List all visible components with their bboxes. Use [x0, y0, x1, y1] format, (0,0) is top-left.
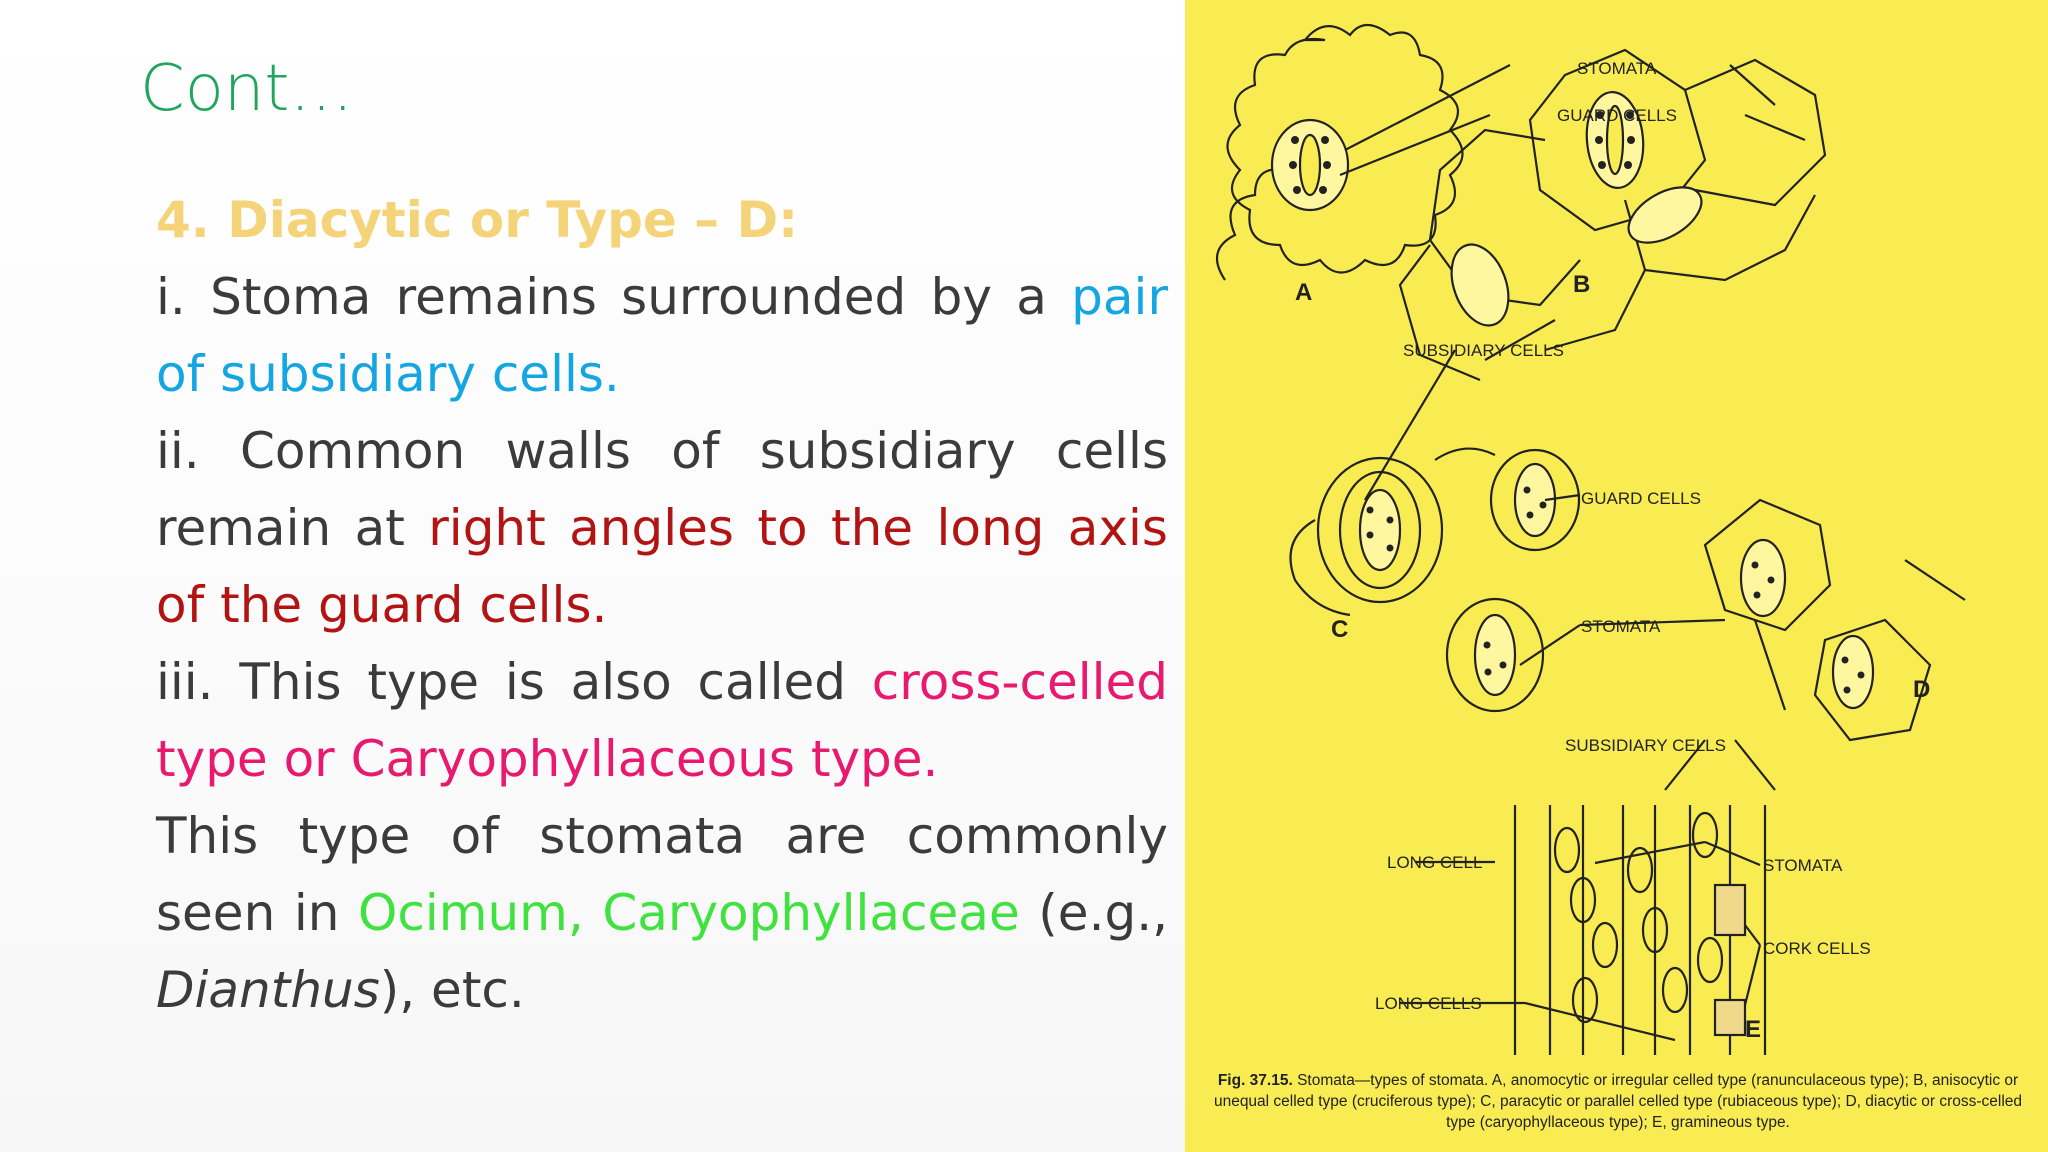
type-d-cells	[1703, 498, 1832, 632]
slide-background	[0, 0, 1185, 1152]
point-4-genus: Dianthus	[156, 961, 380, 1019]
point-2-highlight: right angles to the long axis of the gua…	[156, 499, 1168, 634]
point-1-text: i. Stoma remains surrounded by a	[156, 268, 1072, 326]
label-c: C	[1331, 616, 1348, 643]
label-long-cell: LONG CELL	[1387, 853, 1482, 872]
point-4-example: (e.g.,	[1019, 884, 1168, 942]
type-c-subsidiary-cells	[1316, 456, 1444, 604]
stomata-diagram: STOMATA GUARD CELLS SUBSIDIARY CELLS GUA…	[1215, 23, 1966, 1055]
figure-caption: Fig. 37.15. Stomata—types of stomata. A,…	[1203, 1070, 2033, 1133]
slide-title: Cont…	[140, 52, 354, 126]
point-3-highlight: cross-celled type or Caryophyllaceous ty…	[156, 653, 1168, 788]
point-4-end: ), etc.	[379, 961, 525, 1019]
label-subsidiary-cells-upper: SUBSIDIARY CELLS	[1403, 341, 1564, 360]
point-3-text: iii. This type is also called	[156, 653, 872, 711]
guard-cell-dots	[1289, 111, 1865, 694]
label-e: E	[1745, 1016, 1761, 1043]
label-cork-cells: CORK CELLS	[1763, 939, 1871, 958]
label-stomata-2: STOMATA	[1581, 617, 1661, 636]
type-a-cell-outline	[1226, 23, 1464, 274]
stomata-figure: STOMATA GUARD CELLS SUBSIDIARY CELLS GUA…	[1185, 0, 2048, 1152]
point-2-text: ii. Common walls of subsidiary cells rem…	[156, 422, 1168, 557]
label-subsidiary-cells-lower: SUBSIDIARY CELLS	[1565, 736, 1726, 755]
point-4-text: This type of stomata are commonly seen i…	[156, 807, 1168, 942]
slide-body: 4. Diacytic or Type – D: i. Stoma remain…	[156, 182, 1168, 1029]
point-2: ii. Common walls of subsidiary cells rem…	[156, 413, 1168, 644]
label-stomata: STOMATA	[1577, 59, 1657, 78]
label-d: D	[1913, 676, 1930, 703]
label-a: A	[1295, 279, 1312, 306]
label-stomata-3: STOMATA	[1763, 856, 1843, 875]
point-4: This type of stomata are commonly seen i…	[156, 798, 1168, 1029]
diagram-lines	[1215, 23, 1966, 1055]
figure-caption-text: Stomata—types of stomata. A, anomocytic …	[1213, 1072, 2023, 1131]
type-d-guard-cells	[1739, 538, 1787, 618]
point-1-highlight: pair of subsidiary cells.	[156, 268, 1168, 403]
point-1: i. Stoma remains surrounded by a pair of…	[156, 259, 1168, 413]
label-long-cells: LONG CELLS	[1375, 994, 1482, 1013]
type-a-outer-wall	[1215, 168, 1286, 281]
point-3: iii. This type is also called cross-cell…	[156, 644, 1168, 798]
label-guard-cells-2: GUARD CELLS	[1581, 489, 1701, 508]
type-c-guard-cells	[1358, 488, 1402, 572]
section-heading: 4. Diacytic or Type – D:	[156, 191, 799, 249]
label-b: B	[1573, 271, 1590, 298]
label-guard-cells: GUARD CELLS	[1557, 106, 1677, 125]
figure-number: Fig. 37.15.	[1217, 1072, 1293, 1089]
point-4-highlight: Ocimum, Caryophyllaceae	[358, 884, 1020, 942]
type-e-grass-epidermis	[1513, 805, 1767, 1055]
